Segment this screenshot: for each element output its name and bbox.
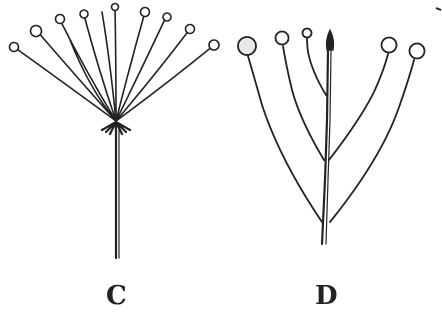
umbel-flower — [209, 40, 219, 50]
corymb-pedicel — [329, 54, 388, 160]
corymb-flower-large — [238, 37, 256, 55]
umbel-pedicel — [115, 7, 116, 121]
umbel-pedicel — [37, 31, 116, 121]
umbel-pedicel — [116, 46, 213, 121]
panel-label-d: D — [315, 283, 338, 309]
corymb-flower — [382, 38, 397, 53]
umbel-pedicel — [60, 20, 116, 121]
umbel-flower — [56, 15, 65, 24]
corymb-flower — [410, 44, 425, 59]
umbel-flower — [141, 8, 150, 17]
corymb-diagram — [238, 29, 425, 245]
corymb-terminal-bud — [326, 30, 333, 50]
umbel-pedicel — [84, 15, 116, 121]
umbel-pedicels — [14, 7, 213, 121]
corymb-pedicel — [307, 38, 326, 95]
scan-mark — [436, 8, 441, 10]
umbel-flower — [163, 13, 171, 21]
umbel-flower — [80, 10, 88, 18]
umbel-flowers — [10, 4, 220, 52]
corymb-flower — [276, 32, 289, 45]
umbel-flower — [10, 43, 19, 52]
umbel-diagram — [10, 4, 220, 259]
corymb-pedicel — [248, 56, 322, 222]
umbel-flower — [112, 4, 119, 11]
corymb-pedicel — [283, 46, 324, 160]
umbel-flower — [31, 26, 42, 37]
umbel-pedicel — [14, 47, 116, 121]
corymb-flower — [303, 29, 312, 38]
panel-label-c: C — [106, 283, 127, 309]
umbel-flower — [186, 25, 195, 34]
